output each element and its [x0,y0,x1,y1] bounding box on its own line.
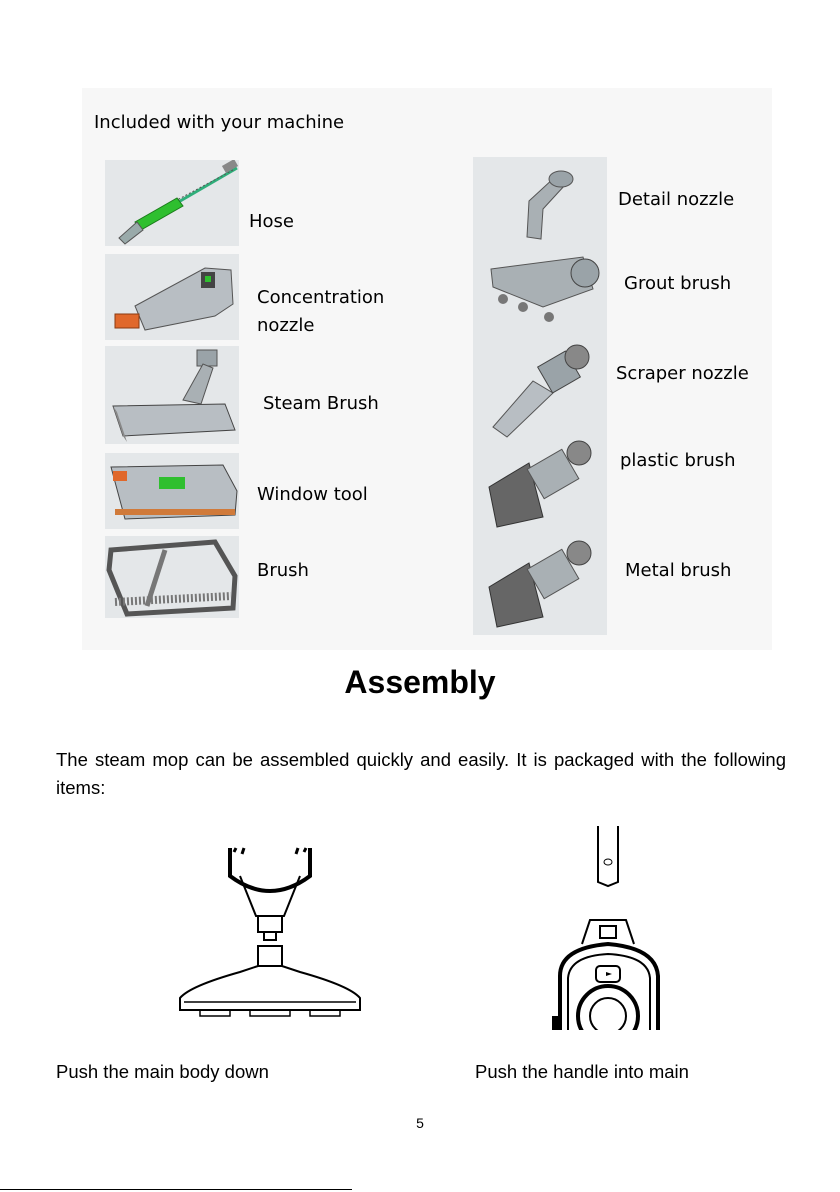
plastic-brush-label: plastic brush [620,450,736,471]
step-caption-handle: Push the handle into main [475,1061,689,1082]
hose-label: Hose [249,211,294,232]
scraper-nozzle-icon [492,344,590,438]
mop-head-assembly-icon [170,846,370,1022]
detail-nozzle-label: Detail nozzle [618,189,735,210]
steam-brush-icon [105,346,239,444]
plastic-brush-icon [488,440,592,528]
brush-label: Brush [257,560,309,581]
scraper-nozzle-label: Scraper nozzle [616,363,749,384]
concentration-nozzle-icon [105,254,239,340]
metal-brush-icon [488,540,592,628]
steam-brush-label: Steam Brush [263,393,379,414]
step-caption-main-body: Push the main body down [56,1061,269,1082]
window-tool-icon [105,453,239,529]
page-number: 5 [416,1115,424,1131]
metal-brush-label: Metal brush [625,560,732,581]
hose-icon [105,160,239,246]
detail-nozzle-icon [526,170,574,240]
concentration-nozzle-label: Concentration nozzle [257,287,385,336]
brush-frame-icon [105,536,239,618]
handle-insert-icon [540,826,680,1048]
window-tool-label: Window tool [257,484,368,505]
grout-brush-label: Grout brush [624,273,732,294]
attachments-strip [473,157,607,635]
grout-brush-icon [490,256,600,322]
included-title: Included with your machine [94,112,345,133]
assembly-intro: The steam mop can be assembled quickly a… [56,749,786,798]
footer-rule [0,1189,352,1190]
assembly-heading: Assembly [344,664,496,700]
